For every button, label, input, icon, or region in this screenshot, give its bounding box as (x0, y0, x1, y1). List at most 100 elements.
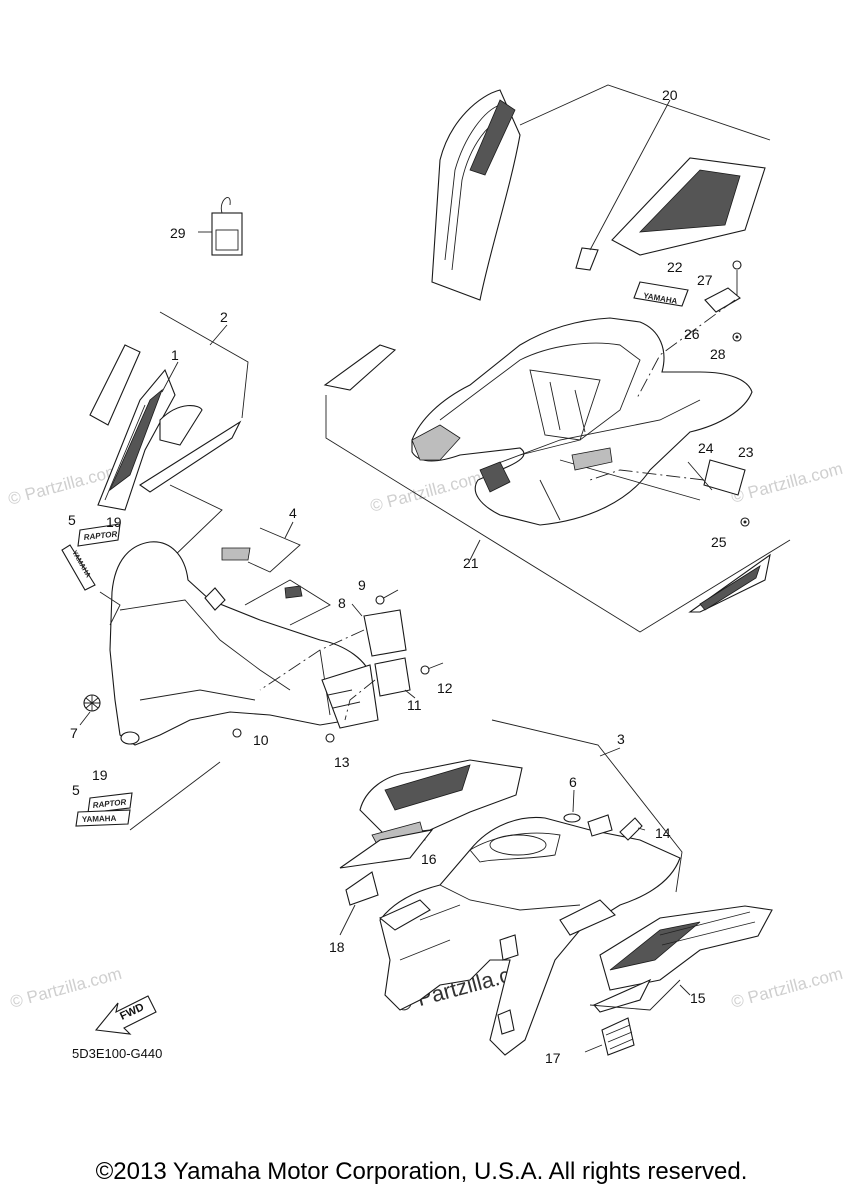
decal-tank-left-stripe (384, 764, 471, 811)
callout-20: 20 (662, 87, 678, 103)
front-fender-lower-edge (139, 689, 256, 701)
tag-29 (211, 212, 243, 256)
decal-4-a (221, 547, 251, 561)
tank-cover-mount (499, 934, 519, 961)
nut-25-hole (743, 520, 747, 524)
fwd-arrow: FWD (94, 995, 157, 1035)
callouts: 1 2 3 4 5 5 6 7 8 9 10 11 12 13 14 15 16… (68, 87, 754, 1066)
callout-3: 3 (617, 731, 625, 747)
tank-cover-group (339, 719, 773, 1056)
dash-8 (259, 629, 365, 691)
callout-5-lower: 5 (72, 782, 80, 798)
leader-14 (637, 827, 646, 831)
leader-15 (679, 984, 691, 996)
bracket-2-lower (169, 484, 223, 561)
rivet-24 (687, 461, 713, 491)
plate-26 (704, 287, 741, 313)
diagram-code: 5D3E100-G440 (72, 1046, 162, 1061)
graphic-2-right (139, 420, 242, 493)
callout-25: 25 (711, 534, 727, 550)
decal-15 (599, 905, 773, 991)
front-fender-group: RAPTOR YAMAHA (61, 311, 444, 831)
rear-fender-group: YAMAHA (323, 84, 791, 633)
bracket-4-lower (244, 579, 331, 626)
graphic-1-line-a (104, 404, 146, 501)
plate-8 (363, 609, 407, 657)
callout-17: 17 (545, 1050, 561, 1066)
callout-10: 10 (253, 732, 269, 748)
tag-29-string (220, 197, 231, 214)
leader-4 (284, 521, 294, 539)
rear-fender-ridge (479, 399, 701, 471)
callout-16: 16 (421, 851, 437, 867)
decal-21-right-fill (699, 565, 761, 611)
leader-3 (599, 747, 621, 757)
front-fender-vent (120, 731, 140, 745)
rear-fender-box (529, 369, 601, 441)
graphic-20-right-panel (638, 169, 741, 233)
decal-22 (633, 281, 689, 307)
nut-28-hole (735, 335, 739, 339)
bracket-5-lower (129, 761, 221, 831)
front-fender (109, 541, 373, 746)
tank-cover-right-scoop (559, 899, 616, 936)
graphic-1-stripe (109, 388, 163, 492)
callout-6: 6 (569, 774, 577, 790)
graphic-20-left-stripe-a (444, 104, 501, 261)
leader-7 (79, 711, 91, 726)
plate-11 (374, 657, 411, 697)
rear-fender-left-mount (411, 424, 461, 461)
decal-21-small (571, 447, 613, 471)
bracket-4 (247, 527, 301, 573)
callout-26: 26 (684, 326, 700, 342)
nut-13 (325, 733, 335, 743)
graphic-20-tab (575, 247, 599, 271)
leader-20 (589, 99, 671, 251)
front-fender-ridge (119, 599, 291, 691)
rear-fender-box-ribs (549, 381, 586, 433)
callout-19-lower: 19 (92, 767, 108, 783)
decal-15-stripes (659, 911, 756, 946)
rear-fender (411, 317, 753, 526)
decal-4-b (284, 585, 303, 599)
tank-cover-cap-ring (489, 834, 547, 856)
decal-16-b (339, 829, 434, 869)
decal-17 (601, 1017, 635, 1056)
graphic-2-left (89, 344, 141, 426)
emblem-7-mark (84, 695, 100, 711)
callout-18: 18 (329, 939, 345, 955)
leader-2 (209, 324, 228, 346)
decal-tank-left (359, 759, 523, 836)
callout-12: 12 (437, 680, 453, 696)
dash-11 (344, 679, 376, 721)
graphic-1-scoop (159, 405, 203, 446)
decal-15-panel (609, 921, 701, 971)
decal-19-top-text: RAPTOR (83, 529, 118, 541)
leader-18 (339, 904, 356, 936)
watermark-lower-left: © Partzilla.com (8, 964, 124, 1012)
dash-26 (635, 299, 736, 401)
tag-29-group (198, 197, 243, 256)
decal-21-left (323, 344, 397, 391)
graphic-20-left-logo (469, 99, 516, 176)
callout-23: 23 (738, 444, 754, 460)
tank-cover-ridge (439, 884, 581, 911)
bracket-20 (519, 84, 771, 141)
decal-19-lower (87, 792, 133, 814)
decal-17-stripes (605, 1024, 634, 1050)
decal-5-lower-text: YAMAHA (82, 814, 117, 824)
leader-17 (584, 1044, 603, 1053)
watermark-lower-right: © Partzilla.com (729, 964, 843, 1012)
front-fender-mudflap (321, 664, 379, 729)
decal-15-lower (593, 978, 652, 1013)
callout-13: 13 (334, 754, 350, 770)
decal-5-lower (75, 809, 131, 827)
rear-fender-mudflap (539, 479, 561, 521)
bracket-3 (491, 719, 683, 893)
fwd-arrow-shape (94, 995, 157, 1035)
callout-28: 28 (710, 346, 726, 362)
callout-2: 2 (220, 309, 228, 325)
plate-23 (703, 459, 746, 496)
tank-cover-front-tab (587, 814, 613, 837)
rivet-12-head (420, 665, 430, 675)
